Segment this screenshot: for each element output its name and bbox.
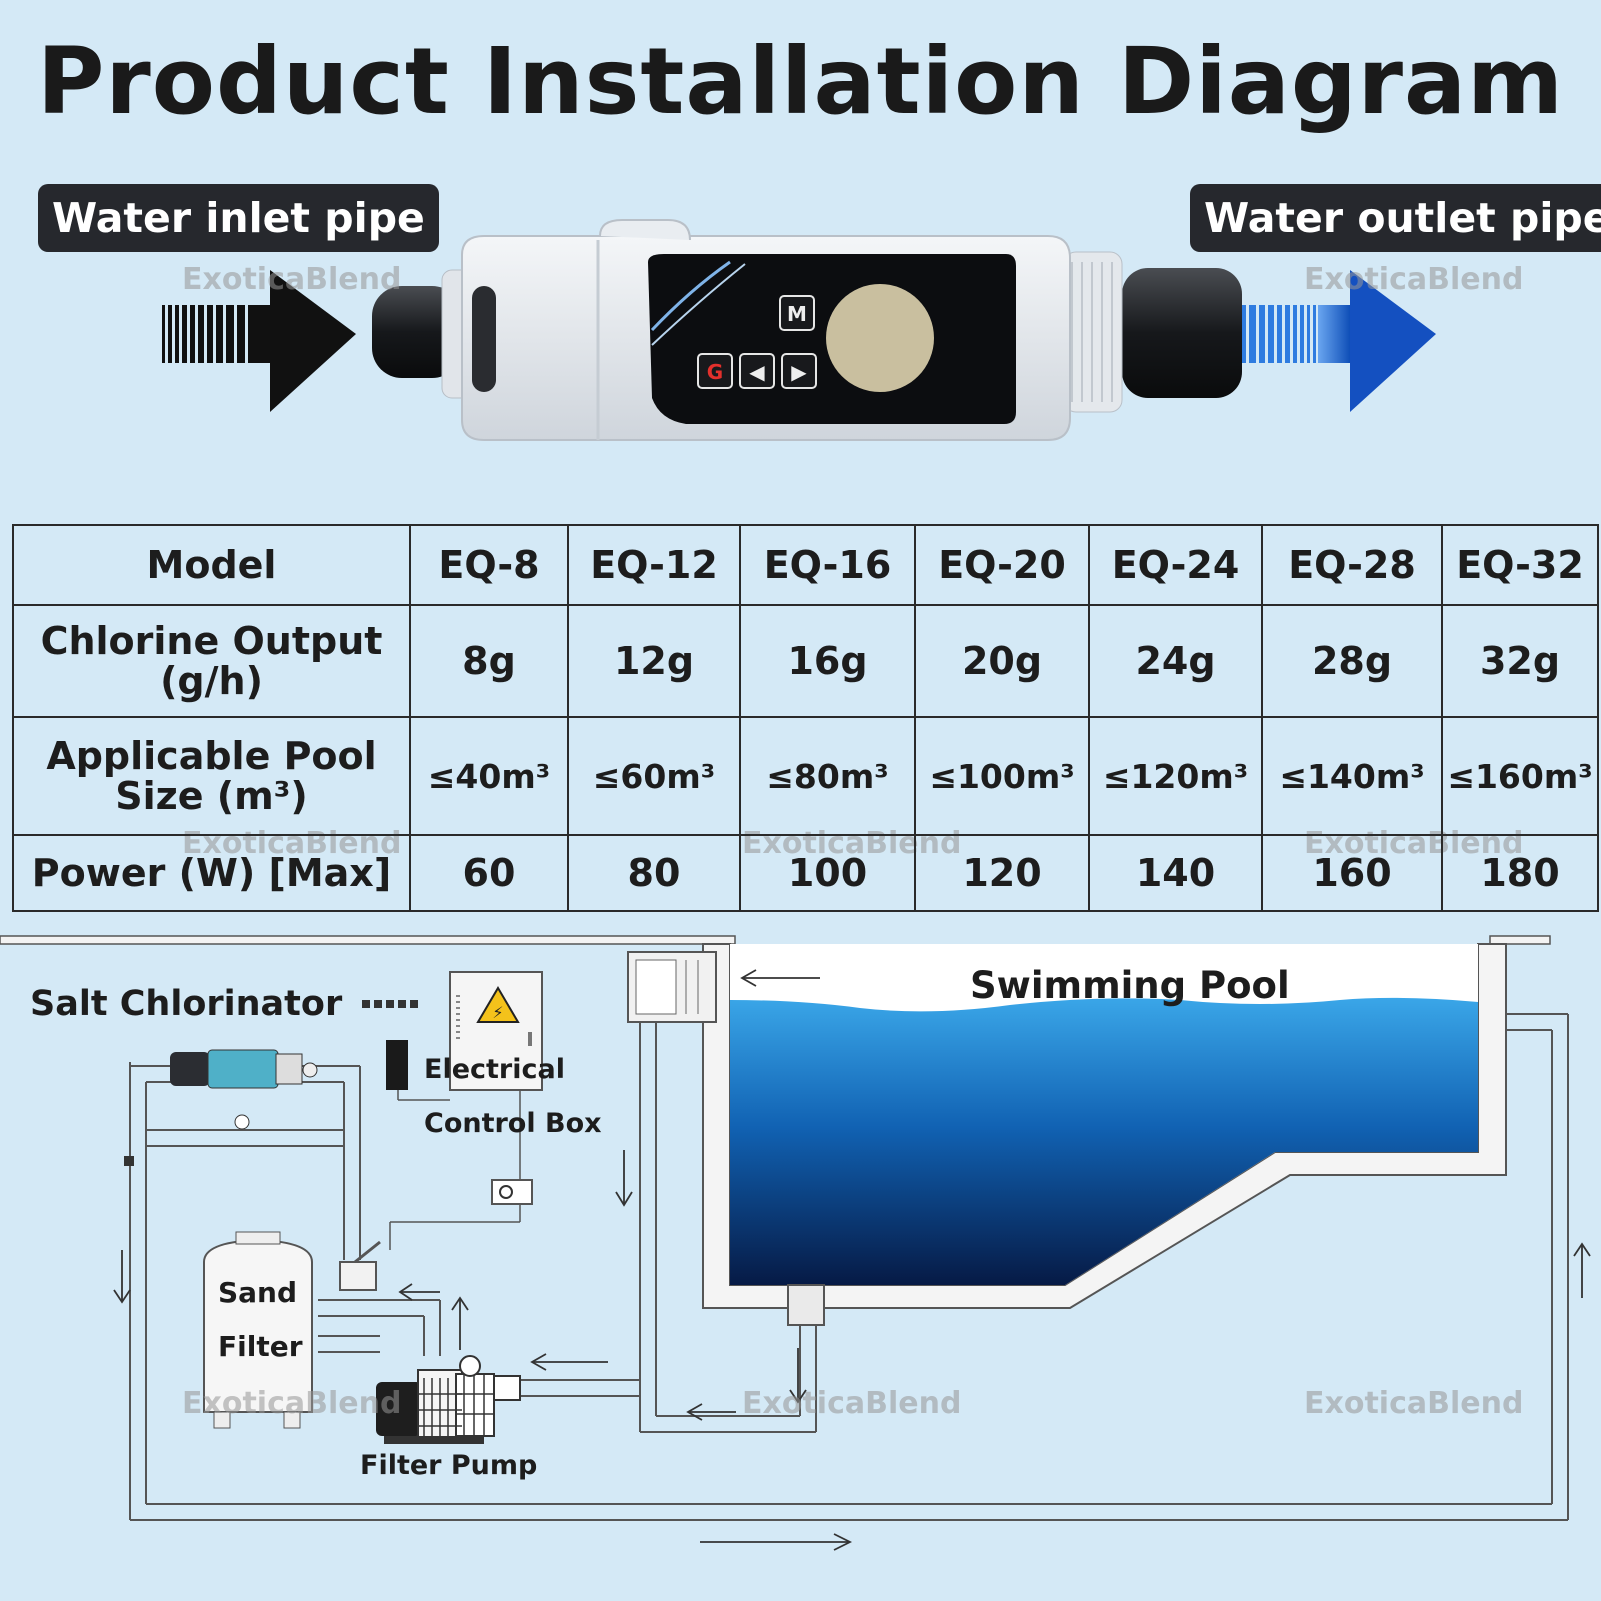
table-cell: 160 [1261, 834, 1443, 912]
watermark: ExoticaBlend [1304, 262, 1524, 297]
table-cell: 28g [1261, 604, 1443, 718]
table-header-cell: EQ-20 [914, 524, 1090, 606]
deck-right [1489, 935, 1551, 945]
water-inlet-label: Water inlet pipe [38, 184, 439, 252]
sand-label: Sand [218, 1276, 298, 1309]
table-header-row: Model EQ-8 EQ-12 EQ-16 EQ-20 EQ-24 EQ-28… [12, 524, 1599, 606]
table-cell: 100 [739, 834, 916, 912]
pool-shell [702, 943, 1507, 1309]
table-header-cell: EQ-32 [1441, 524, 1599, 606]
swimming-pool-label: Swimming Pool [970, 964, 1290, 1007]
table-cell: 8g [409, 604, 569, 718]
table-cell: ≤40m³ [409, 716, 569, 836]
filter-label: Filter [218, 1330, 303, 1363]
page-title: Product Installation Diagram [37, 28, 1564, 135]
table-cell: 12g [567, 604, 741, 718]
filter-pump-label: Filter Pump [360, 1450, 538, 1481]
flow-sensor-icon [386, 1040, 408, 1090]
table-cell: 32g [1441, 604, 1599, 718]
table-header-cell: Model [12, 524, 411, 606]
table-row-label: Chlorine Output (g/h) [12, 604, 411, 718]
table-row: Applicable Pool Size (m³) ≤40m³ ≤60m³ ≤8… [12, 716, 1599, 836]
salt-chlorinator-label: Salt Chlorinator [30, 984, 343, 1024]
main-drain-icon [787, 1284, 825, 1326]
table-header-cell: EQ-28 [1261, 524, 1443, 606]
watermark: ExoticaBlend [1304, 1386, 1524, 1421]
table-row-label: Power (W) [Max] [12, 834, 411, 912]
table-cell: 180 [1441, 834, 1599, 912]
table-cell: 16g [739, 604, 916, 718]
table-cell: 140 [1088, 834, 1263, 912]
deck-left [0, 935, 736, 945]
table-header-cell: EQ-16 [739, 524, 916, 606]
chlorinator-device: M G ◀ ▶ [372, 219, 1242, 441]
inlet-arrow-icon [162, 270, 356, 412]
pool-water [730, 997, 1478, 1285]
right-button-icon [781, 353, 817, 389]
table-cell: 80 [567, 834, 741, 912]
salt-chlorinator-icon [124, 1000, 418, 1166]
skimmer-icon [627, 951, 717, 1023]
water-outlet-label: Water outlet pipe [1190, 184, 1601, 252]
menu-button-icon [779, 295, 815, 331]
table-cell: ≤100m³ [914, 716, 1090, 836]
plumbing-pipes [129, 1013, 1569, 1521]
table-row-label: Applicable Pool Size (m³) [12, 716, 411, 836]
left-button-icon [739, 353, 775, 389]
device-button-g: G [707, 360, 723, 384]
svg-text:⚡: ⚡ [492, 1003, 503, 1022]
power-button-icon [697, 353, 733, 389]
table-cell: ≤80m³ [739, 716, 916, 836]
table-cell: 60 [409, 834, 569, 912]
electrical-label: Electrical [424, 1054, 565, 1085]
device-button-left: ◀ [749, 360, 765, 384]
table-header-cell: EQ-8 [409, 524, 569, 606]
table-row: Chlorine Output (g/h) 8g 12g 16g 20g 24g… [12, 604, 1599, 718]
flow-direction-arrows [113, 969, 1591, 1551]
spec-table: Model EQ-8 EQ-12 EQ-16 EQ-20 EQ-24 EQ-28… [12, 524, 1599, 912]
device-button-right: ▶ [791, 360, 807, 384]
table-cell: 120 [914, 834, 1090, 912]
watermark: ExoticaBlend [182, 1386, 402, 1421]
table-header-cell: EQ-24 [1088, 524, 1263, 606]
table-cell: ≤120m³ [1088, 716, 1263, 836]
table-cell: ≤60m³ [567, 716, 741, 836]
control-box-label: Control Box [424, 1108, 602, 1139]
watermark: ExoticaBlend [742, 1386, 962, 1421]
device-button-m: M [787, 302, 807, 326]
table-cell: ≤160m³ [1441, 716, 1599, 836]
table-header-cell: EQ-12 [567, 524, 741, 606]
table-cell: ≤140m³ [1261, 716, 1443, 836]
sand-filter-icon [203, 1231, 381, 1429]
table-row: Power (W) [Max] 60 80 100 120 140 160 18… [12, 834, 1599, 912]
filter-pump-icon [376, 1355, 521, 1444]
watermark: ExoticaBlend [182, 262, 402, 297]
electrical-control-box-icon: ⚡ [449, 971, 543, 1205]
table-cell: 24g [1088, 604, 1263, 718]
table-cell: 20g [914, 604, 1090, 718]
